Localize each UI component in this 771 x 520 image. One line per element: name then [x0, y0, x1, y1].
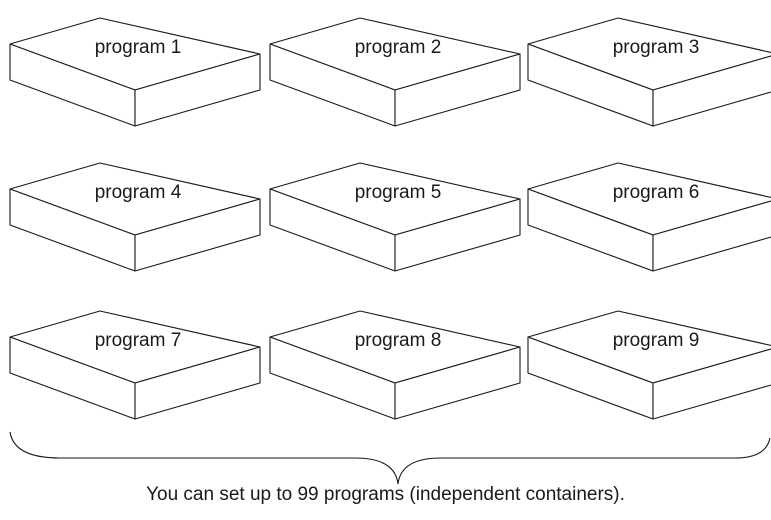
- program-box-side-right: [652, 55, 771, 127]
- program-label: program 1: [95, 37, 182, 58]
- program-box-side-right: [394, 53, 521, 127]
- program-box: program 9: [527, 310, 771, 420]
- program-label: program 5: [355, 182, 442, 203]
- program-box: program 3: [527, 17, 771, 127]
- program-box-side-right: [652, 200, 771, 272]
- program-label: program 9: [613, 330, 700, 351]
- program-box: program 1: [9, 17, 261, 127]
- program-label: program 4: [95, 182, 182, 203]
- program-box-side-right: [134, 198, 261, 272]
- program-box: program 2: [269, 17, 521, 127]
- program-label: program 2: [355, 37, 442, 58]
- program-box-side-right: [394, 198, 521, 272]
- program-boxes: program 1 program 2 program 3 program 4 prog…: [9, 17, 771, 420]
- program-label: program 3: [613, 37, 700, 58]
- program-box-side-right: [134, 346, 261, 420]
- diagram-caption: You can set up to 99 programs (independe…: [146, 484, 625, 505]
- program-box-side-right: [134, 53, 261, 127]
- program-label: program 7: [95, 330, 182, 351]
- program-box: program 6: [527, 162, 771, 272]
- program-label: program 6: [613, 182, 700, 203]
- program-box-side-right: [652, 348, 771, 420]
- program-label: program 8: [355, 330, 442, 351]
- program-box: program 4: [9, 162, 261, 272]
- program-box: program 5: [269, 162, 521, 272]
- program-box: program 7: [9, 310, 261, 420]
- grouping-brace: [9, 431, 771, 485]
- program-box-side-right: [394, 346, 521, 420]
- program-box: program 8: [269, 310, 521, 420]
